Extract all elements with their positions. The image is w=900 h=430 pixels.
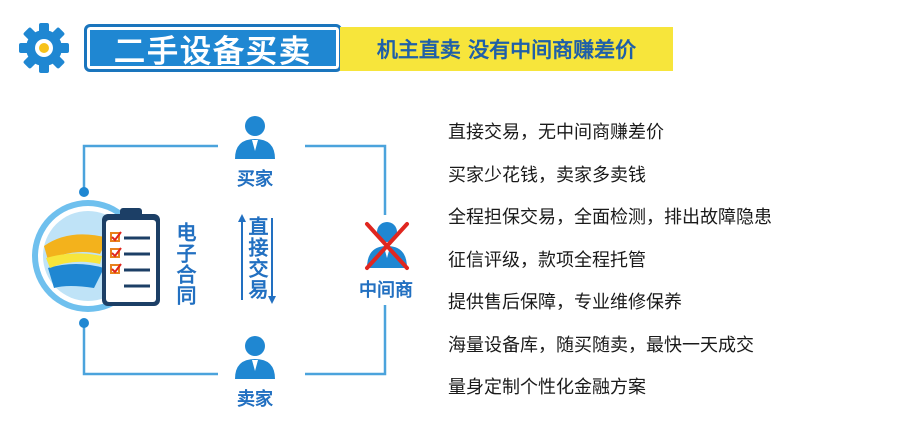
feature-item: 全程担保交易，全面检测，排出故障隐患 [448, 207, 772, 228]
feature-item: 买家少花钱，卖家多卖钱 [448, 164, 646, 186]
middleman-label: 中间商 [359, 280, 413, 301]
contract-emblem-icon [32, 200, 160, 312]
direct-trade-label: 直接交易 [245, 216, 269, 300]
feature-item: 海量设备库，随买随卖，最快一天成交 [448, 334, 754, 356]
gear-icon [19, 23, 69, 73]
seller-person-icon [235, 336, 275, 379]
buyer-person-icon [235, 116, 275, 159]
feature-item: 提供售后保障，专业维修保养 [448, 292, 682, 313]
middleman-crossed-icon [365, 222, 409, 270]
feature-item: 量身定制个性化金融方案 [448, 377, 646, 398]
feature-item: 征信评级，款项全程托管 [448, 249, 646, 271]
direct-trade-arrows [238, 214, 276, 304]
buyer-label: 买家 [237, 169, 273, 190]
slogan-banner: 机主直卖 没有中间商赚差价 [340, 27, 673, 71]
contract-label: 电子合同 [173, 222, 197, 306]
seller-label: 卖家 [237, 389, 273, 410]
feature-list: 直接交易，无中间商赚差价 买家少花钱，卖家多卖钱 全程担保交易，全面检测，排出故… [448, 112, 888, 410]
feature-item: 直接交易，无中间商赚差价 [448, 122, 664, 143]
